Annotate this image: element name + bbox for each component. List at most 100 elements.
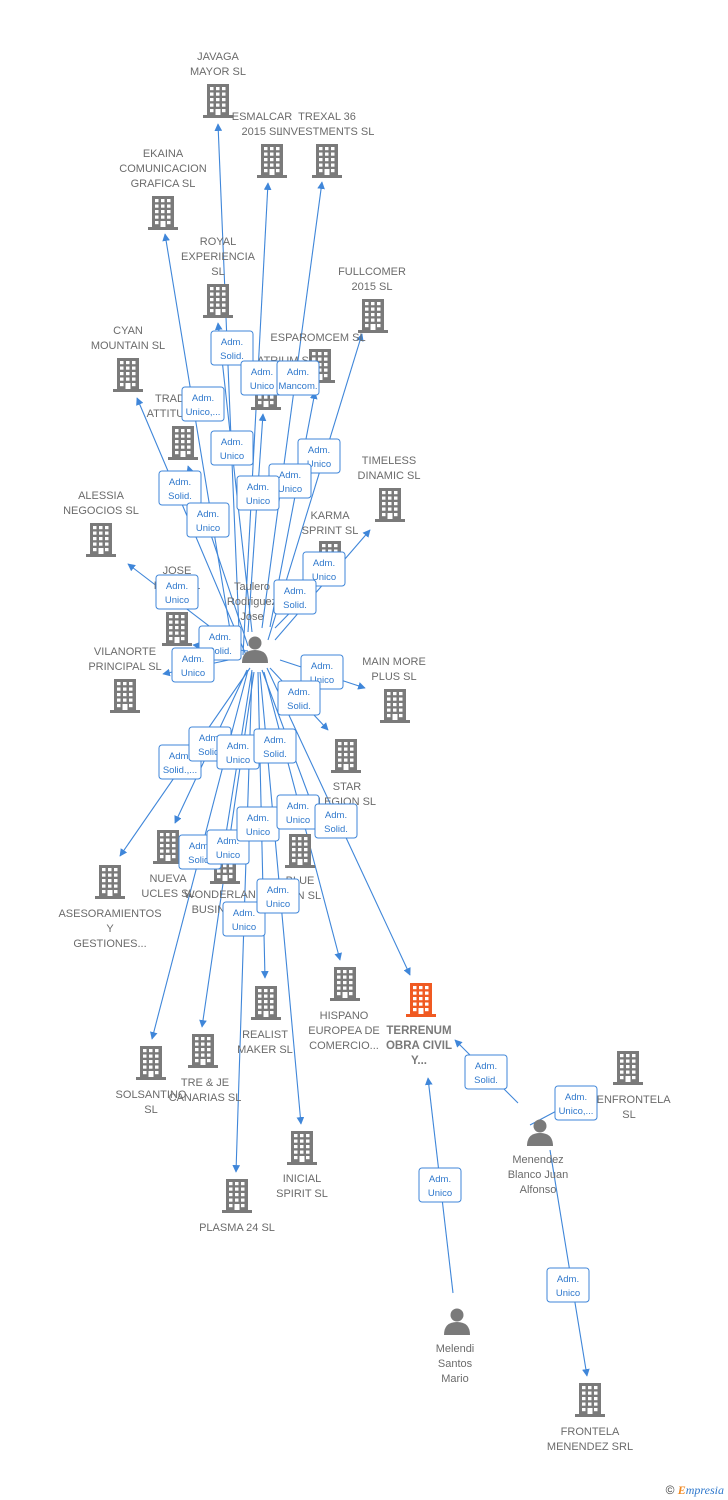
role-badge[interactable]: Adm.Unico,... bbox=[554, 1085, 598, 1121]
role-badge-line: Unico bbox=[310, 675, 334, 686]
role-badge[interactable]: Adm.Unico bbox=[236, 806, 280, 842]
role-badge-text: Adm. Solid. bbox=[287, 687, 311, 712]
role-badge[interactable]: Adm.Unico bbox=[546, 1267, 590, 1303]
role-badge-line: Solid. bbox=[263, 749, 287, 760]
node-label-line: VILANORTE bbox=[94, 646, 156, 658]
role-badge[interactable]: Adm.Solid. bbox=[464, 1054, 508, 1090]
role-badge[interactable]: Adm.Solid. bbox=[210, 330, 254, 366]
role-badge[interactable]: Adm.Unico bbox=[222, 901, 266, 937]
building-icon bbox=[312, 144, 342, 178]
role-badge[interactable]: Adm.Solid. bbox=[253, 728, 297, 764]
role-badge[interactable]: Adm.Solid. bbox=[273, 579, 317, 615]
role-badge[interactable]: Adm.Unico bbox=[302, 551, 346, 587]
role-badge-text: Adm.Unico,... bbox=[186, 393, 221, 418]
building-icon bbox=[148, 196, 178, 230]
node-label-line: EXPERIENCIA bbox=[181, 251, 256, 263]
role-badge[interactable]: Adm.Unico bbox=[256, 878, 300, 914]
node-label-line: Rodriguez bbox=[227, 596, 277, 608]
role-badge-text: Adm.Unico bbox=[246, 482, 270, 507]
role-badge-box bbox=[554, 1085, 598, 1121]
role-badge-line: Adm. bbox=[267, 885, 289, 896]
role-badge[interactable]: Adm.Mancom. bbox=[276, 360, 320, 396]
role-badge-line: Adm. bbox=[227, 741, 249, 752]
building-icon bbox=[575, 1383, 605, 1417]
role-badge[interactable]: Adm.Solid. bbox=[158, 470, 202, 506]
role-badge-text: Adm.Unico bbox=[196, 509, 220, 534]
role-badge[interactable]: Adm.Unico bbox=[236, 475, 280, 511]
role-badge[interactable]: Adm.Unico,... bbox=[181, 386, 225, 422]
building-icon bbox=[86, 523, 116, 557]
node-label-line: SL bbox=[211, 266, 224, 278]
node-label-line: Y... bbox=[411, 1055, 427, 1067]
role-badge[interactable]: Adm.Unico bbox=[210, 430, 254, 466]
node-label-line: WONDERLAND bbox=[184, 889, 264, 901]
role-badge[interactable]: Adm.Unico bbox=[186, 502, 230, 538]
node-plasma[interactable]: PLASMA 24 SL bbox=[199, 1179, 275, 1234]
role-badge[interactable]: Adm.Unico bbox=[418, 1167, 462, 1203]
node-label-line: COMERCIO... bbox=[309, 1040, 379, 1052]
node-label-line: TRAD bbox=[155, 393, 185, 405]
node-esparomcem[interactable]: ESPAROMCEM SL bbox=[270, 332, 366, 383]
role-badge-line: Solid. bbox=[287, 701, 311, 712]
role-badge-line: Unico bbox=[246, 827, 270, 838]
role-badge[interactable]: Adm.Unico bbox=[171, 647, 215, 683]
role-badge-line: Unico,... bbox=[186, 407, 221, 418]
node-label-line: SPIRIT SL bbox=[276, 1188, 328, 1200]
role-badge-line: Adm. bbox=[288, 687, 310, 698]
role-badge[interactable]: Adm. Solid. bbox=[277, 680, 321, 716]
node-label-line: MAYOR SL bbox=[190, 66, 246, 78]
brand-initial: E bbox=[677, 1483, 686, 1497]
role-badge-line: Adm. bbox=[284, 586, 306, 597]
role-badge[interactable]: Adm.Unico bbox=[276, 794, 320, 830]
building-icon bbox=[375, 488, 405, 522]
badges-layer: Adm.Solid.Adm.UnicoAdm.Mancom.Adm.Unico,… bbox=[155, 330, 598, 1303]
node-label-line: SL bbox=[144, 1104, 157, 1116]
role-badge-text: Adm.Solid. bbox=[474, 1061, 498, 1086]
brand-logo[interactable]: Empresia bbox=[678, 1483, 724, 1497]
node-label-line: SL bbox=[622, 1109, 635, 1121]
role-badge[interactable]: Adm.Unico bbox=[216, 734, 260, 770]
node-label-line: Y bbox=[106, 923, 114, 935]
node-label-line: Melendi bbox=[436, 1343, 475, 1355]
role-badge-box bbox=[253, 728, 297, 764]
brand-name: mpresia bbox=[685, 1483, 724, 1497]
node-label-line: Taulero bbox=[234, 581, 270, 593]
role-badge[interactable]: Adm.Solid. bbox=[314, 803, 358, 839]
footer-brand: © Empresia bbox=[666, 1483, 724, 1498]
role-badge-line: Adm. bbox=[233, 908, 255, 919]
node-label-line: Mario bbox=[441, 1373, 469, 1385]
role-badge[interactable]: Adm.Unico bbox=[155, 574, 199, 610]
building-icon bbox=[380, 689, 410, 723]
